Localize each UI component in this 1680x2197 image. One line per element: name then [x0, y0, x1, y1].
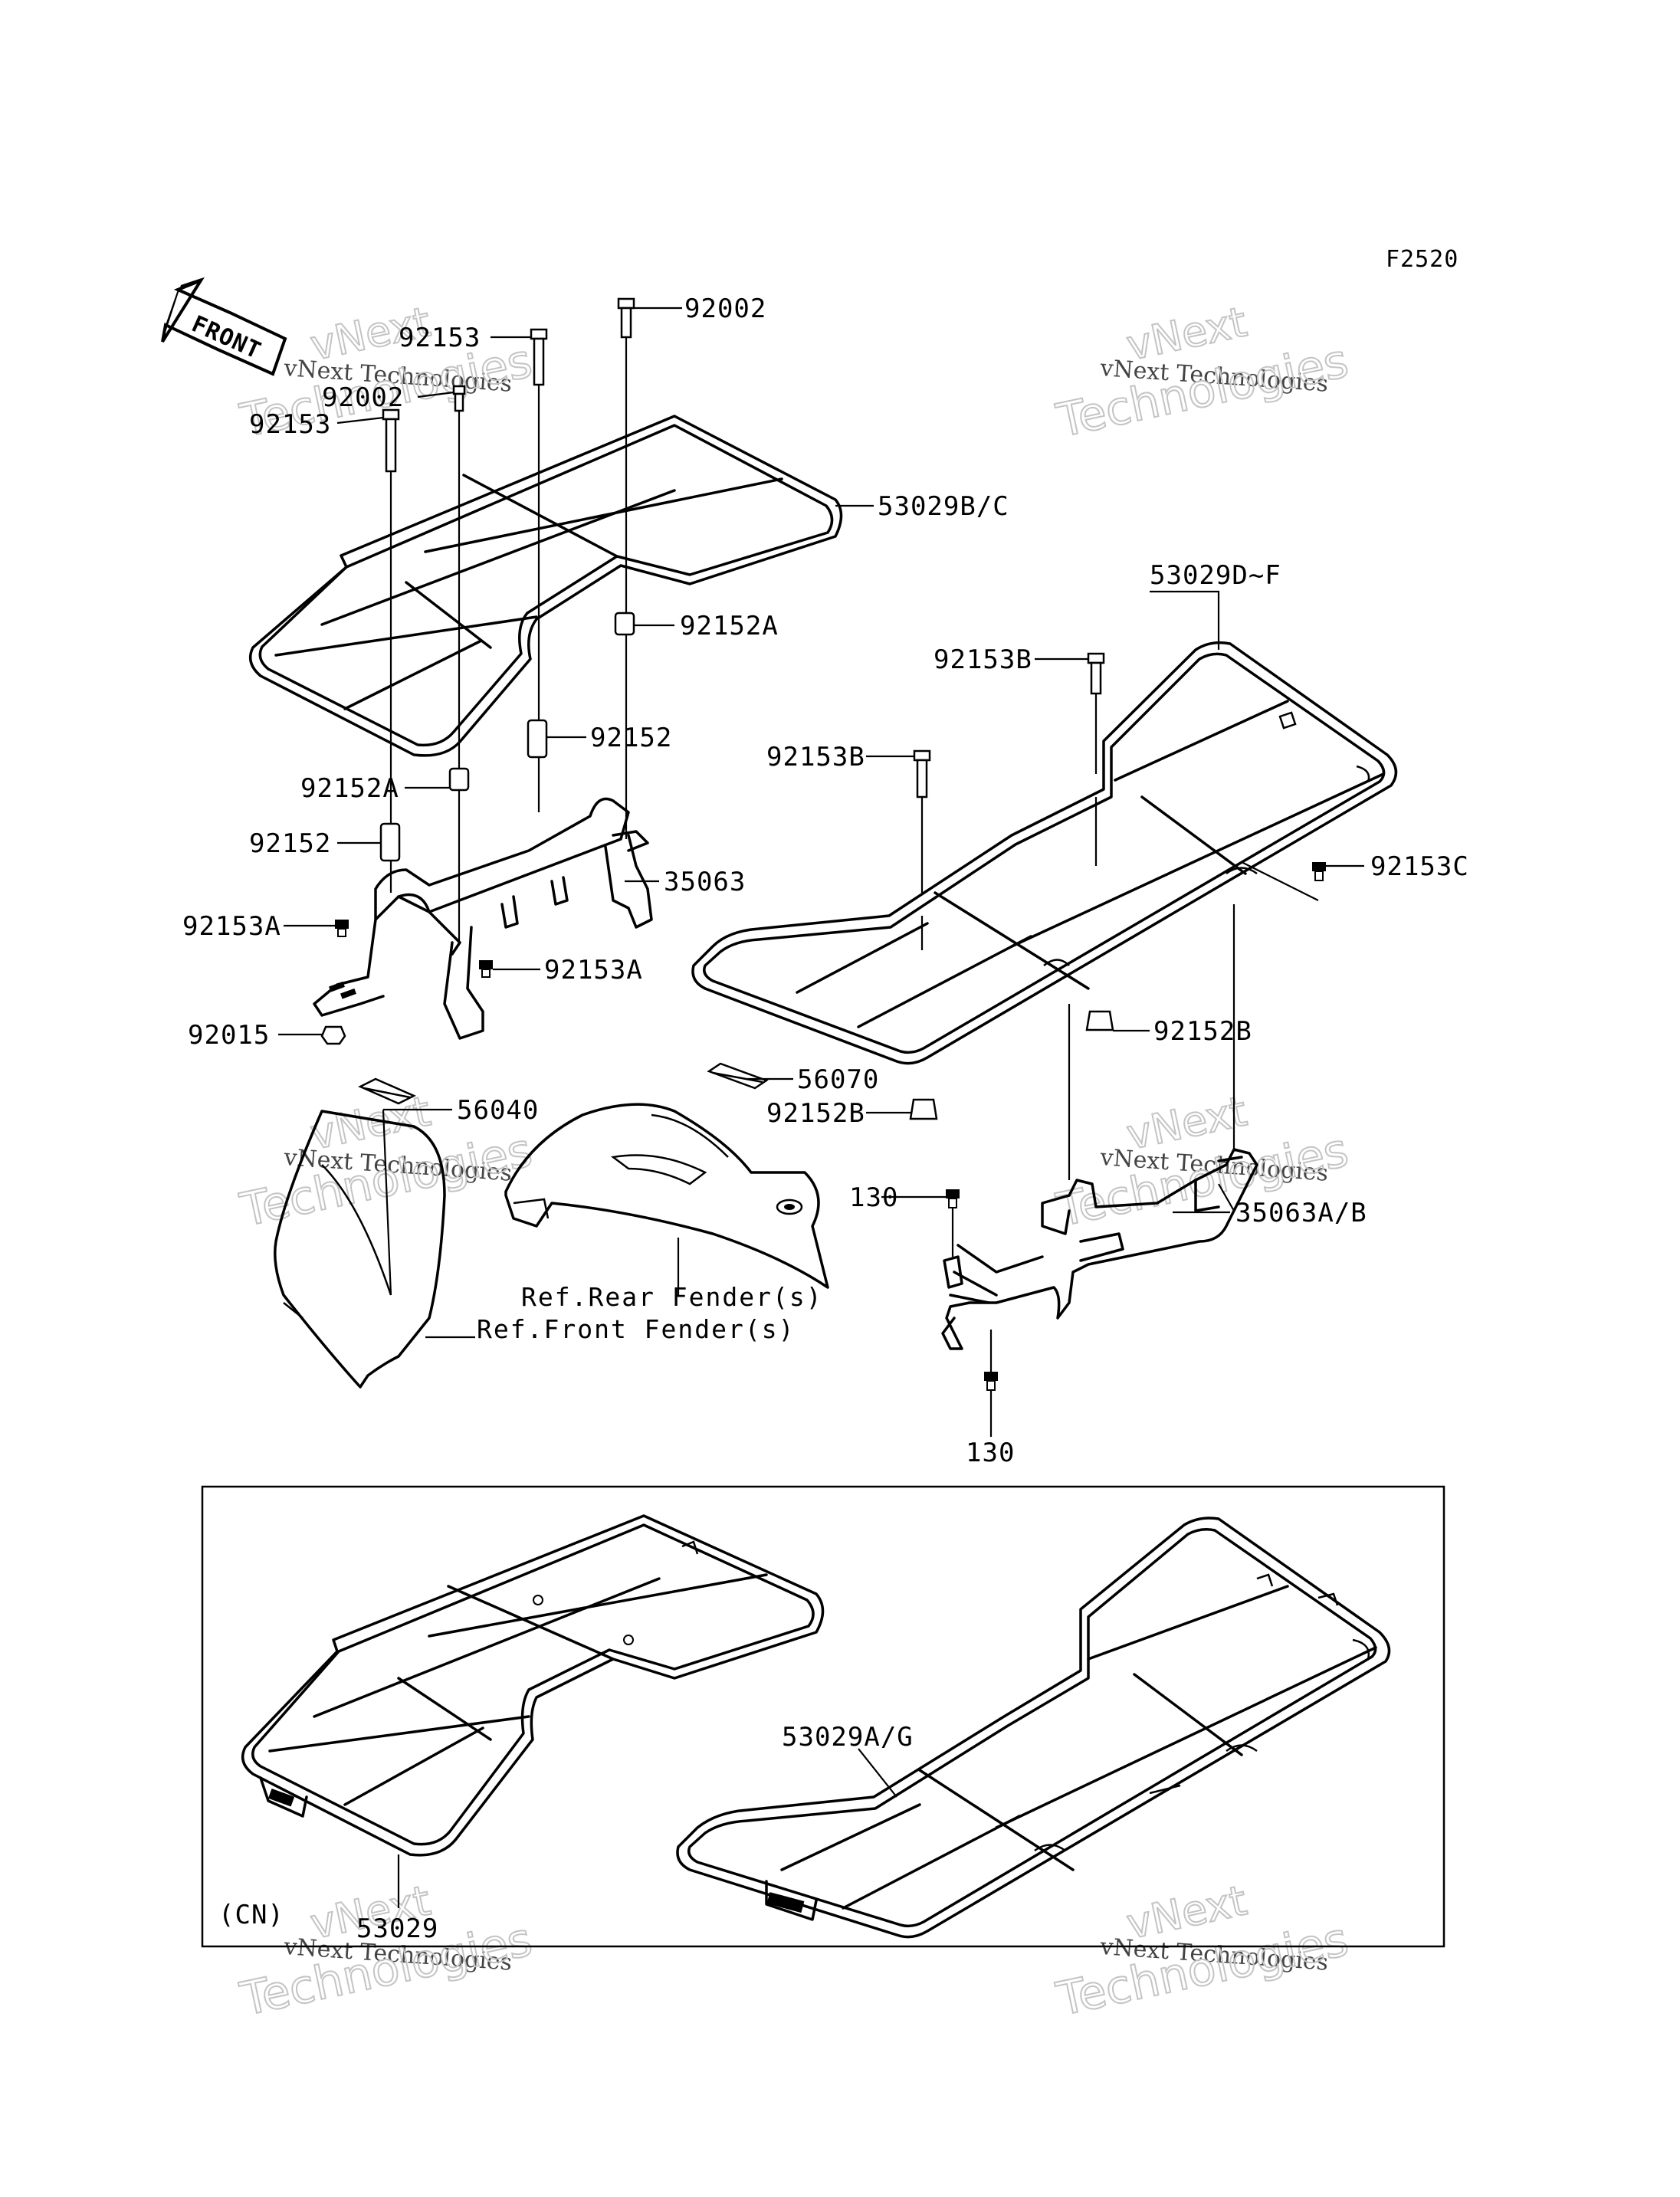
label-92153-left: 92153: [249, 409, 331, 440]
front-bracket: [313, 797, 653, 1040]
label-92002-top: 92002: [684, 293, 766, 324]
label-92152-left: 92152: [249, 828, 331, 859]
bolt-icon: [479, 960, 493, 978]
label-92153A-left: 92153A: [182, 911, 281, 942]
label-35063AB: 35063A/B: [1235, 1198, 1367, 1228]
label-92152-right: 92152: [590, 723, 672, 753]
label-56070: 56070: [797, 1064, 879, 1095]
part-labels: 92002 92153 92002 92153 53029B/C 92152A …: [182, 293, 1469, 1944]
pad-56040-icon: [358, 1077, 416, 1105]
collar-icon: [1085, 1010, 1114, 1031]
rear-bracket: [941, 1148, 1258, 1350]
label-92152A-right: 92152A: [680, 611, 779, 641]
front-assembly-lines: [389, 337, 628, 943]
label-92002-left: 92002: [322, 382, 404, 413]
label-53029DF: 53029D~F: [1150, 560, 1281, 591]
watermark-2: vNext vNext Technologies Technologies: [1052, 297, 1354, 449]
label-53029AG: 53029A/G: [782, 1722, 914, 1753]
label-56040: 56040: [457, 1095, 539, 1126]
label-92153C: 92153C: [1370, 851, 1469, 882]
collar-icon: [527, 719, 548, 759]
rear-assembly-lines: [920, 694, 1319, 1372]
nut-icon: [320, 1025, 346, 1045]
collar-icon: [909, 1098, 938, 1120]
cn-variant-box: [201, 1485, 1445, 1948]
label-130-bottom: 130: [966, 1438, 1015, 1468]
bolt-icon: [913, 749, 931, 798]
label-92152B-right: 92152B: [1153, 1016, 1252, 1047]
label-92152B-left: 92152B: [766, 1098, 865, 1129]
cn-rear-carrier: [676, 1517, 1391, 1939]
bolt-icon: [335, 920, 349, 937]
pad-56070-icon: [707, 1062, 769, 1090]
rear-fasteners: [909, 652, 1326, 1391]
figure-code: F2520: [1386, 246, 1459, 273]
bolt-icon: [946, 1189, 960, 1208]
label-ref-rear-fender: Ref.Rear Fender(s): [521, 1282, 823, 1312]
bolt-icon: [984, 1372, 998, 1391]
label-92015: 92015: [188, 1020, 270, 1051]
label-130-top: 130: [849, 1182, 898, 1213]
bolt-icon: [452, 385, 466, 412]
leader-lines: [278, 307, 1364, 1908]
front-arrow-icon: FRONT: [161, 277, 287, 376]
bolt-icon: [1312, 862, 1326, 881]
rear-carrier: [691, 641, 1398, 1065]
bolt-icon: [1087, 652, 1105, 695]
bolt-icon: [530, 328, 548, 386]
bolt-icon: [617, 297, 635, 339]
label-ref-front-fender: Ref.Front Fender(s): [477, 1314, 796, 1344]
label-cn-note: (CN): [218, 1900, 284, 1930]
collar-icon: [448, 767, 470, 792]
fenders: [274, 1062, 829, 1389]
label-92153-top: 92153: [399, 323, 481, 353]
collar-icon: [614, 612, 635, 636]
label-92153A-right: 92153A: [544, 955, 643, 985]
label-92153B-mid: 92153B: [766, 742, 865, 772]
watermark-5: vNext vNext Technologies Technologies: [235, 1875, 538, 2028]
bolt-icon: [382, 408, 400, 473]
label-53029: 53029: [356, 1913, 438, 1944]
collar-icon: [379, 822, 401, 862]
label-53029BC: 53029B/C: [878, 491, 1009, 522]
label-92153B-top: 92153B: [934, 644, 1032, 675]
front-carrier: [248, 415, 843, 757]
label-35063: 35063: [664, 867, 746, 897]
cn-front-carrier: [241, 1514, 825, 1857]
label-92152A-left: 92152A: [300, 773, 399, 804]
watermark-6: vNext vNext Technologies Technologies: [1052, 1875, 1354, 2028]
